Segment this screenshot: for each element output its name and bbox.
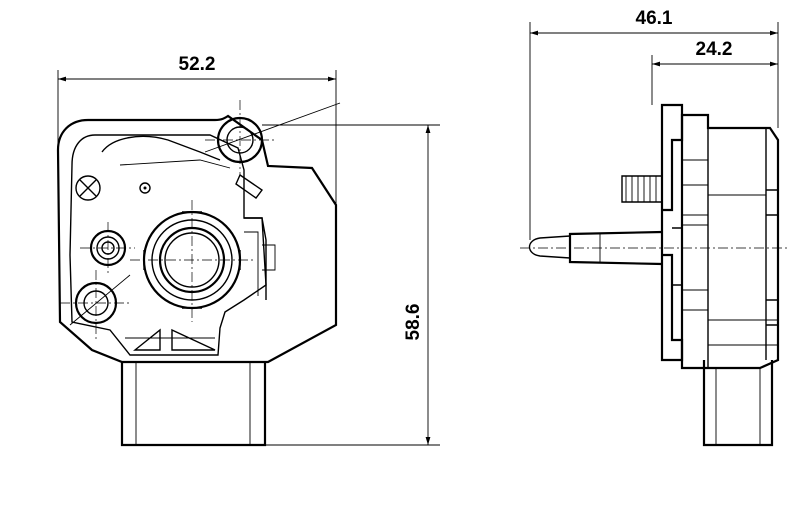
pivot-point (139, 182, 151, 194)
dimension-front-height: 58.6 (262, 124, 440, 446)
side-connector (702, 360, 774, 447)
side-flange (660, 103, 684, 362)
side-body (680, 113, 780, 370)
dimension-front-width: 52.2 (57, 54, 337, 205)
front-housing-outline (56, 114, 338, 364)
spline-stub (621, 175, 663, 203)
front-height-label: 58.6 (403, 304, 424, 341)
front-view (56, 100, 341, 447)
dimension-side-body: 24.2 (651, 39, 778, 105)
dimension-side-total: 46.1 (529, 8, 779, 240)
front-inner-arch (101, 135, 221, 161)
side-body-label: 24.2 (696, 39, 733, 60)
front-connector (120, 362, 267, 447)
cross-screw (75, 175, 101, 201)
side-total-label: 46.1 (636, 8, 673, 29)
front-width-label: 52.2 (179, 54, 216, 75)
side-view (520, 103, 790, 447)
